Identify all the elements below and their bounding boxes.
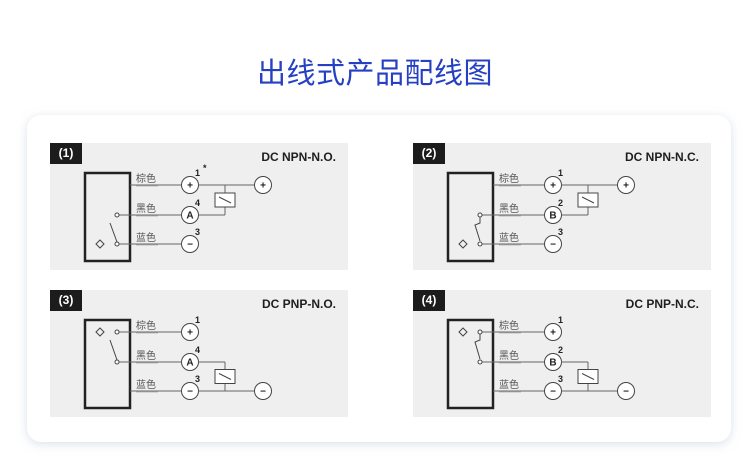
- panel-type-label: DC PNP-N.O.: [261, 297, 336, 311]
- pin-number: 4: [195, 198, 200, 208]
- supply-symbol: −: [260, 387, 266, 398]
- terminal-symbol: −: [550, 387, 556, 398]
- panel-badge: (1): [50, 143, 82, 164]
- supply-terminal: [617, 176, 635, 194]
- sensor-body: [83, 318, 132, 410]
- panel-badge: (2): [413, 143, 445, 164]
- switch-nc: [474, 217, 481, 242]
- terminal-symbol: +: [550, 328, 556, 339]
- wire-color-label: 蓝色: [499, 231, 519, 244]
- terminal-symbol: +: [550, 181, 556, 192]
- relay-slash: [581, 373, 595, 380]
- contact-point: [477, 241, 483, 247]
- relay-slash: [581, 196, 595, 204]
- supply-symbol: +: [260, 181, 266, 192]
- terminal-symbol: +: [187, 181, 193, 192]
- asterisk-mark: *: [203, 163, 207, 173]
- wire-color-label: 棕色: [136, 319, 156, 332]
- supply-terminal: [254, 382, 272, 400]
- pin-number: 1: [195, 315, 200, 325]
- pin-number: 1: [558, 168, 563, 178]
- panel-badge: (3): [50, 290, 82, 311]
- terminal-symbol: −: [550, 240, 556, 251]
- sensor-symbol-icon: [458, 239, 468, 249]
- pin-number: 1: [558, 315, 563, 325]
- wire-color-label: 黑色: [499, 349, 519, 362]
- terminal-symbol: B: [549, 211, 556, 222]
- wire-color-label: 棕色: [499, 172, 519, 185]
- contact-point: [477, 212, 483, 218]
- pin-number: 3: [195, 227, 200, 237]
- terminal-symbol: A: [186, 211, 193, 222]
- contact-point: [477, 329, 483, 335]
- wire-color-label: 蓝色: [499, 378, 519, 391]
- terminal-symbol: +: [187, 328, 193, 339]
- panel-type-label: DC PNP-N.C.: [625, 297, 699, 311]
- pin-number: 3: [558, 227, 563, 237]
- wire-color-label: 蓝色: [136, 231, 156, 244]
- wire-color-label: 蓝色: [136, 378, 156, 391]
- sensor-body: [446, 171, 495, 263]
- terminal-circle: [181, 323, 199, 341]
- wire-color-label: 黑色: [136, 202, 156, 215]
- wire-color-label: 黑色: [136, 349, 156, 362]
- panel-badge: (4): [413, 290, 445, 311]
- wire-color-label: 棕色: [499, 319, 519, 332]
- contact-point: [114, 241, 120, 247]
- supply-symbol: +: [623, 181, 629, 192]
- pin-number: 3: [558, 374, 563, 384]
- pin-number: 4: [195, 345, 200, 355]
- page-title: 出线式产品配线图: [256, 56, 493, 90]
- wiring-diagram: 棕色 +1 黑色 B2 蓝色 −3 +: [446, 168, 635, 263]
- supply-symbol: −: [623, 387, 629, 398]
- panel-type-label: DC NPN-N.C.: [625, 150, 699, 164]
- sensor-body: [446, 318, 495, 410]
- contact-point: [114, 212, 120, 218]
- terminal-circle: [181, 235, 199, 253]
- terminal-symbol: −: [187, 240, 193, 251]
- supply-terminal: [254, 176, 272, 194]
- terminal-symbol: B: [549, 358, 556, 369]
- pin-number: 2: [558, 345, 563, 355]
- pin-number: 2: [558, 198, 563, 208]
- contact-point: [114, 359, 120, 365]
- switch-no: [109, 339, 118, 361]
- relay-slash: [218, 373, 232, 380]
- panel-type-label: DC NPN-N.O.: [261, 150, 336, 164]
- contact-point: [114, 329, 120, 335]
- sensor-body: [83, 171, 132, 263]
- sensor-symbol-icon: [458, 327, 468, 337]
- pin-number: 1: [195, 168, 200, 178]
- terminal-symbol: A: [186, 358, 193, 369]
- sensor-symbol-icon: [95, 327, 105, 337]
- terminal-symbol: −: [187, 387, 193, 398]
- relay-slash: [218, 196, 232, 204]
- switch-no: [109, 222, 118, 243]
- sensor-symbol-icon: [95, 239, 105, 249]
- supply-terminal: [617, 382, 635, 400]
- wiring-diagram: 棕色 +1 黑色 A4 蓝色 −3 * +: [83, 163, 272, 263]
- wire-color-label: 黑色: [499, 202, 519, 215]
- switch-nc: [474, 334, 481, 360]
- pin-number: 3: [195, 374, 200, 384]
- contact-point: [477, 359, 483, 365]
- terminal-circle: [544, 235, 562, 253]
- wire-color-label: 棕色: [136, 172, 156, 185]
- terminal-circle: [544, 323, 562, 341]
